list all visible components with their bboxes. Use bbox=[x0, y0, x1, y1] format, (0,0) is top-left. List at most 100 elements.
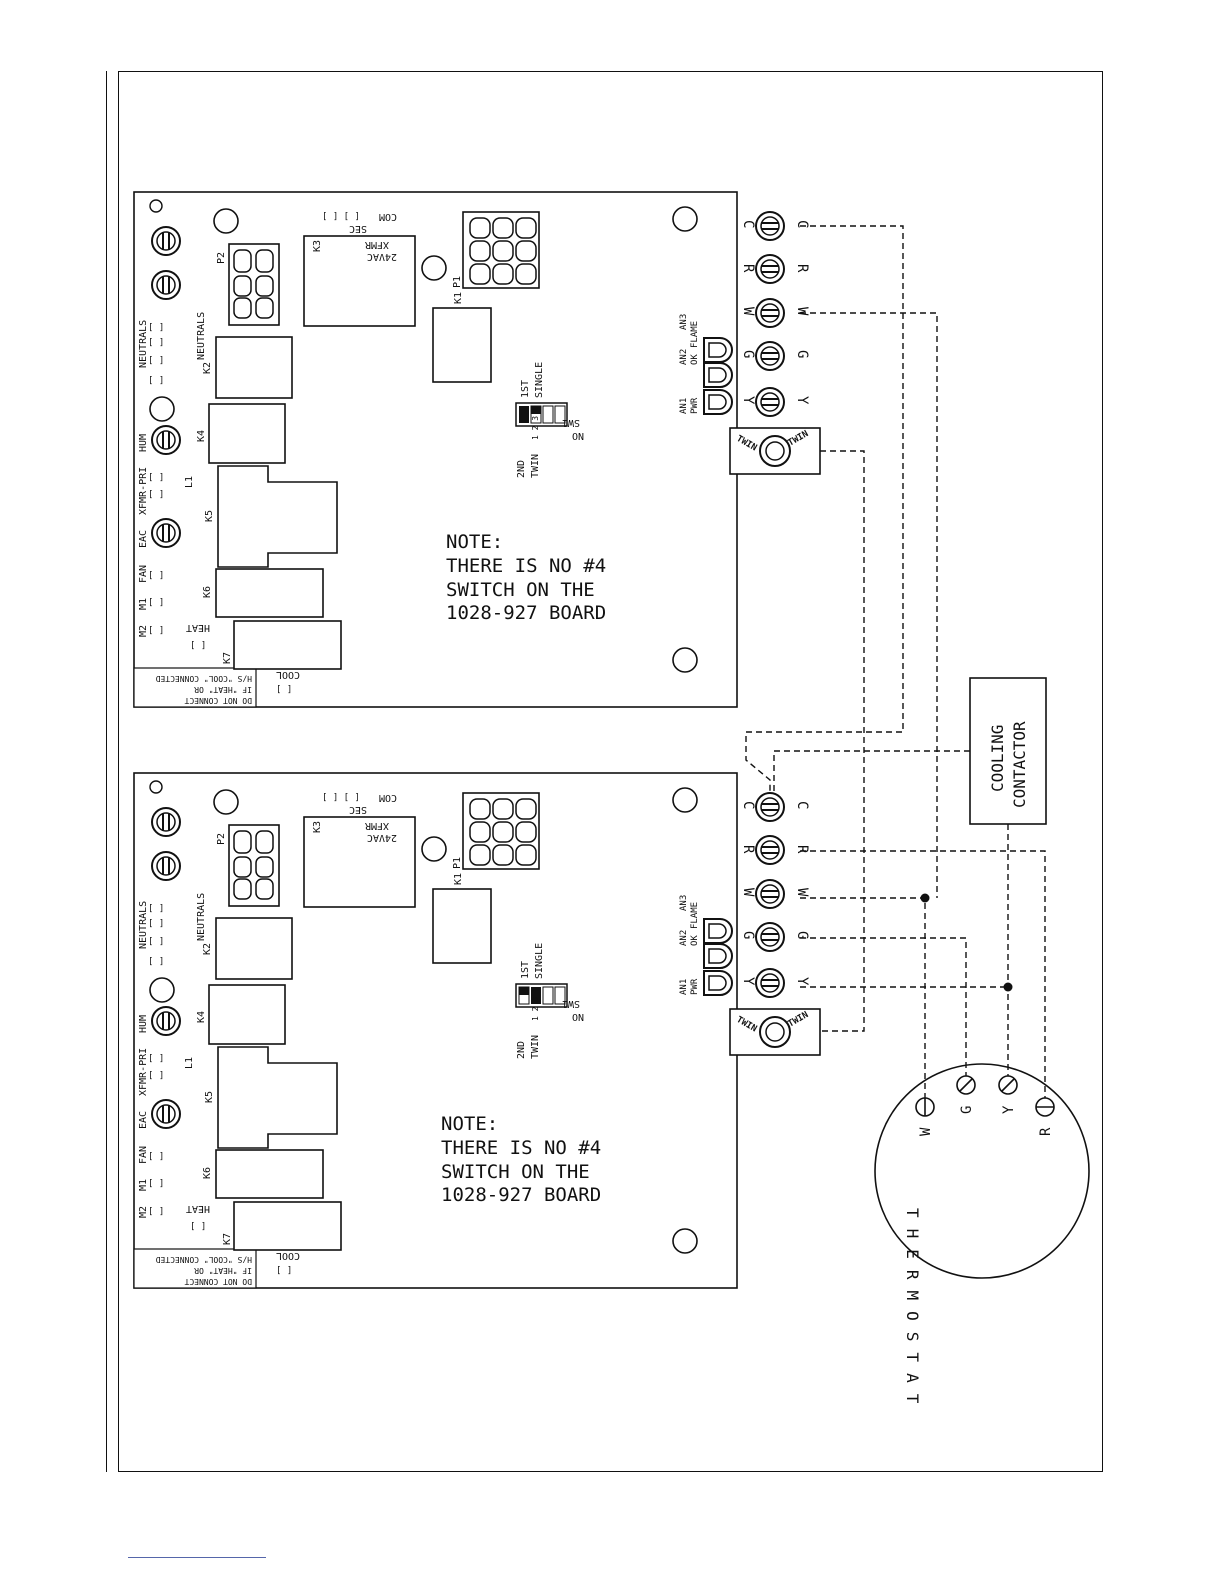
footer-rule bbox=[128, 1557, 266, 1558]
warning-box bbox=[133, 667, 257, 708]
terminal-g-label: G bbox=[794, 350, 810, 358]
terminal-w-label-rev: W bbox=[740, 307, 756, 316]
mounting-hole bbox=[421, 836, 447, 862]
relay-k6 bbox=[215, 568, 324, 618]
mounting-hole bbox=[672, 787, 698, 813]
svg-text:H/S "COOL" CONNECTED: H/S "COOL" CONNECTED bbox=[155, 674, 252, 683]
terminal-w-label-rev: W bbox=[740, 888, 756, 897]
mounting-hole bbox=[672, 1228, 698, 1254]
heat-pins: [ ] bbox=[190, 641, 206, 651]
switch-twin-label: TWIN bbox=[530, 454, 541, 478]
led-ok-label: OK bbox=[690, 354, 700, 365]
led-flame-label: FLAME bbox=[690, 902, 700, 929]
svg-text:[ ]: [ ] bbox=[148, 323, 164, 333]
small-hole bbox=[149, 199, 163, 213]
svg-text:[ ]: [ ] bbox=[148, 490, 164, 500]
m2-label: M2 bbox=[138, 625, 149, 637]
svg-text:COM: COM bbox=[379, 792, 397, 803]
relay-k5-label: K5 bbox=[204, 510, 215, 522]
svg-text:SWITCH ON THE: SWITCH ON THE bbox=[441, 1161, 590, 1183]
warning-text: DO NOT CONNECT IF "HEAT" OR H/S "COOL" C… bbox=[155, 1255, 252, 1286]
cooling-contactor: COOLING CONTACTOR bbox=[969, 677, 1047, 825]
switch-2nd-label: 2ND bbox=[516, 460, 527, 478]
terminal-c-label-rev: C bbox=[740, 801, 756, 809]
heat-label: HEAT bbox=[186, 1203, 210, 1214]
left-margin-rule bbox=[106, 71, 107, 1472]
svg-text:SEC: SEC bbox=[349, 223, 367, 234]
mounting-hole bbox=[213, 208, 239, 234]
sw-numbers: 1 2 3 4 bbox=[531, 987, 540, 1021]
eac-label: EAC bbox=[138, 530, 149, 548]
relay-k2-label: K2 bbox=[202, 362, 213, 374]
control-board-1: NEUTRALS NEUTRALS HUM XFMR-PRI EAC FAN M… bbox=[133, 191, 821, 708]
dip-switch-sw1 bbox=[515, 402, 568, 427]
svg-text:COM: COM bbox=[379, 211, 397, 222]
relay-k1-label: K1 bbox=[453, 292, 464, 304]
terminal-c-label-rev: C bbox=[740, 220, 756, 228]
pin-headers: [ ][ ] [ ][ ] [ ][ ] [ ][ ] [ ] bbox=[148, 323, 164, 636]
svg-text:THERE IS NO #4: THERE IS NO #4 bbox=[446, 555, 606, 577]
dip-switch-sw1 bbox=[515, 983, 568, 1008]
sw-on-label: ON bbox=[572, 432, 584, 443]
svg-text:[ ]: [ ] bbox=[148, 1207, 164, 1217]
relay-k3-label: K3 bbox=[312, 821, 323, 833]
led-pwr-label: PWR bbox=[690, 978, 700, 995]
relay-k7 bbox=[233, 1201, 342, 1251]
svg-text:[ ]: [ ] bbox=[148, 1054, 164, 1064]
relay-k7 bbox=[233, 620, 342, 670]
svg-text:[ ]: [ ] bbox=[148, 1071, 164, 1081]
thermostat-w-label: W bbox=[918, 1127, 934, 1136]
svg-text:[ ]: [ ] bbox=[148, 338, 164, 348]
mounting-hole bbox=[149, 977, 175, 1003]
svg-text:DO NOT CONNECT: DO NOT CONNECT bbox=[184, 1277, 252, 1286]
cool-pins: [ ] bbox=[276, 1266, 292, 1276]
relay-k1 bbox=[432, 307, 492, 383]
thermostat-r-label: R bbox=[1038, 1127, 1054, 1136]
junction-w bbox=[920, 893, 930, 903]
plug-p2-label: P2 bbox=[216, 252, 227, 264]
switch-1st-label: 1ST bbox=[520, 380, 531, 398]
sw-on-label: ON bbox=[572, 1013, 584, 1024]
heat-label: HEAT bbox=[186, 622, 210, 633]
heat-pins: [ ] bbox=[190, 1222, 206, 1232]
relay-k4 bbox=[208, 984, 286, 1045]
svg-text:[ ]: [ ] bbox=[148, 473, 164, 483]
svg-text:1028-927 BOARD: 1028-927 BOARD bbox=[441, 1184, 601, 1206]
plug-p1-label: P1 bbox=[452, 857, 463, 869]
led-an3-label: AN3 bbox=[679, 314, 689, 330]
svg-text:[ ]: [ ] bbox=[148, 1179, 164, 1189]
svg-text:[ ]: [ ] bbox=[148, 626, 164, 636]
xfmr-pins: [ ] [ ] bbox=[322, 793, 360, 803]
mounting-hole bbox=[672, 206, 698, 232]
relay-k3 bbox=[303, 235, 416, 327]
mounting-hole bbox=[421, 255, 447, 281]
xfmr-pri-label: XFMR-PRI bbox=[138, 467, 149, 515]
terminal-r-label: R bbox=[794, 264, 810, 273]
led-an2-label: AN2 bbox=[679, 930, 689, 946]
led-an2-label: AN2 bbox=[679, 349, 689, 365]
relay-k5-label: K5 bbox=[204, 1091, 215, 1103]
cool-pins: [ ] bbox=[276, 685, 292, 695]
thermostat-g-label: G bbox=[959, 1106, 975, 1114]
terminal-c-label: C bbox=[794, 801, 810, 809]
svg-text:NOTE:: NOTE: bbox=[446, 531, 503, 553]
neutrals-label-2: NEUTRALS bbox=[196, 312, 207, 360]
relay-k2-label: K2 bbox=[202, 943, 213, 955]
switch-single-label: SINGLE bbox=[534, 362, 545, 398]
board-note: NOTE: THERE IS NO #4 SWITCH ON THE 1028-… bbox=[446, 531, 606, 624]
svg-text:IF "HEAT" OR: IF "HEAT" OR bbox=[194, 685, 252, 694]
page-border bbox=[118, 71, 1103, 1472]
svg-text:XFMR: XFMR bbox=[364, 820, 389, 831]
terminal-g-label: G bbox=[794, 931, 810, 939]
terminal-y-label: Y bbox=[794, 396, 810, 405]
l1-label: L1 bbox=[184, 1057, 195, 1069]
svg-text:DO NOT CONNECT: DO NOT CONNECT bbox=[184, 696, 252, 705]
junction-y bbox=[1003, 982, 1013, 992]
neutrals-label-2: NEUTRALS bbox=[196, 893, 207, 941]
terminal-y-label-rev: Y bbox=[740, 977, 756, 986]
thermostat: W G Y R THERMOSTAT bbox=[874, 1063, 1090, 1414]
svg-text:[ ]: [ ] bbox=[148, 937, 164, 947]
m2-label: M2 bbox=[138, 1206, 149, 1218]
xfmr-labels: COM SEC XFMR 24VAC bbox=[349, 792, 397, 843]
svg-text:1028-927 BOARD: 1028-927 BOARD bbox=[446, 602, 606, 624]
